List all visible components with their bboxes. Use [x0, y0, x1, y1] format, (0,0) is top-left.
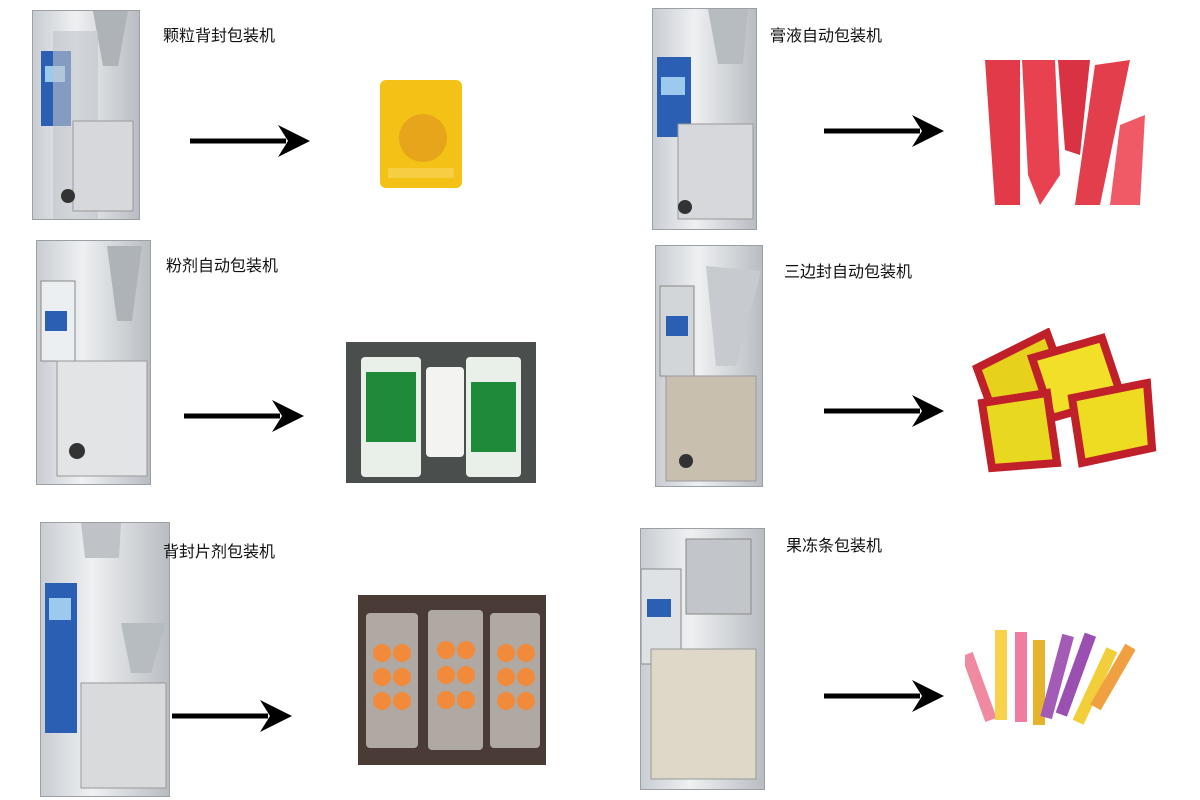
vertical-packing-machine-icon — [659, 266, 761, 482]
arrow-right-icon — [172, 700, 292, 732]
label-three-side: 三边封自动包装机 — [784, 262, 913, 281]
label-granule: 颗粒背封包装机 — [163, 26, 276, 45]
arrow-right-icon — [824, 395, 944, 427]
three-side-seal-sachet-icon — [972, 328, 1157, 473]
product-jelly — [965, 622, 1135, 730]
vertical-packing-machine-icon — [640, 538, 757, 780]
label-jelly: 果冻条包装机 — [786, 536, 883, 555]
vertical-packing-machine-icon — [657, 9, 754, 220]
product-granule — [378, 78, 464, 190]
machine-powder — [36, 240, 151, 485]
product-tablet — [358, 595, 546, 765]
liquid-sachet-icon — [985, 60, 1145, 205]
arrow-right-icon — [190, 125, 310, 157]
vertical-packing-machine-icon — [45, 523, 167, 789]
powder-bag-icon — [361, 357, 521, 477]
arrow-right-icon — [824, 115, 944, 147]
vertical-packing-machine-icon — [41, 11, 134, 221]
jelly-stick-icon — [965, 630, 1135, 725]
product-powder — [346, 342, 536, 483]
machine-jelly — [640, 528, 765, 790]
tablet-blister-icon — [366, 610, 540, 750]
label-liquid: 膏液自动包装机 — [770, 26, 883, 45]
vertical-packing-machine-icon — [40, 246, 148, 477]
arrow-right-icon — [184, 400, 304, 432]
granule-bag-icon — [380, 80, 462, 188]
machine-granule — [32, 10, 140, 221]
product-three-side — [972, 328, 1157, 473]
arrow-right-icon — [824, 680, 944, 712]
machine-three-side — [655, 245, 763, 487]
machine-liquid — [652, 8, 757, 230]
product-liquid — [980, 55, 1148, 207]
machine-tablet — [40, 522, 170, 797]
label-tablet: 背封片剂包装机 — [163, 542, 276, 561]
label-powder: 粉剂自动包装机 — [166, 256, 279, 275]
